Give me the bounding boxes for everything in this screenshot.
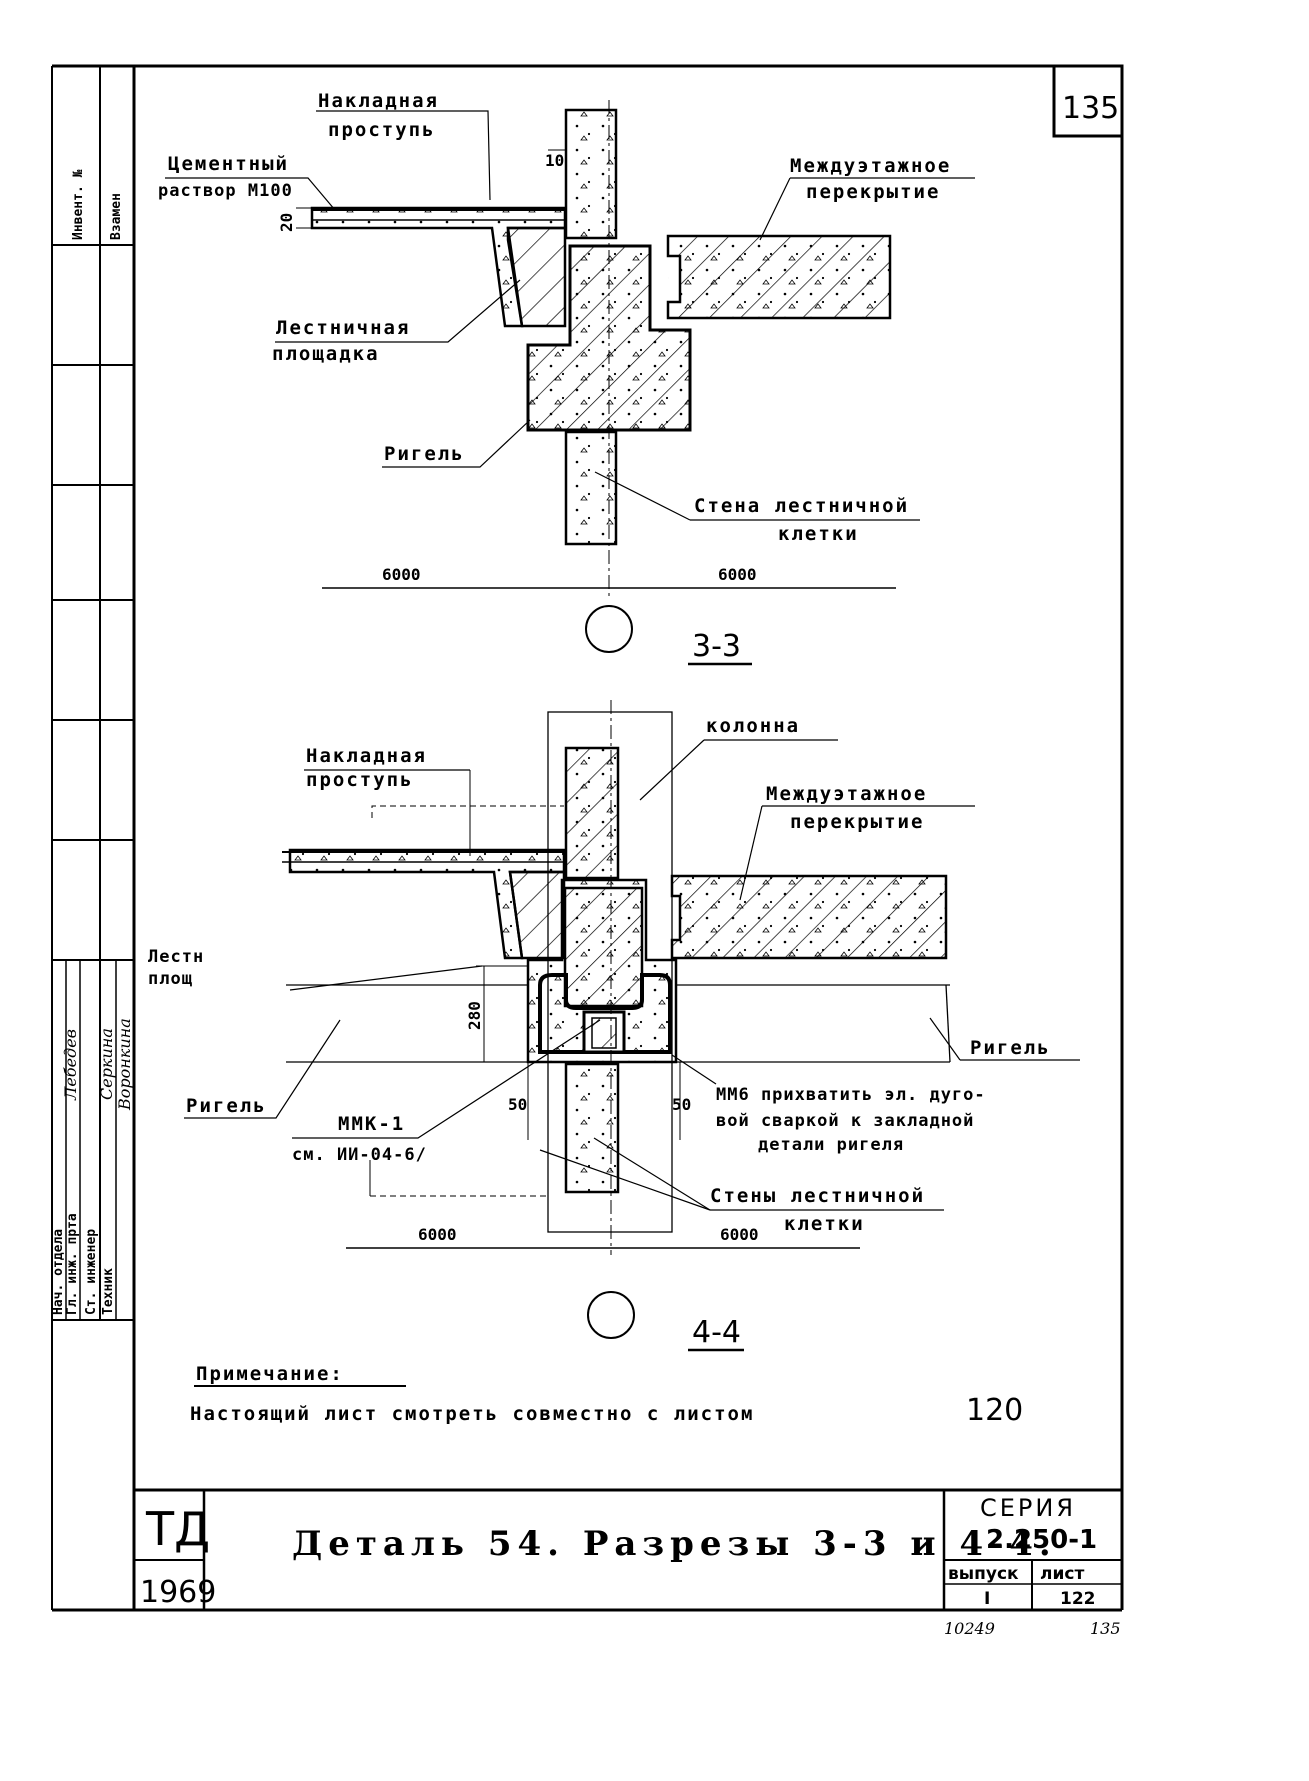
bottom-right-code: 135: [1090, 1619, 1121, 1638]
series-value: 2.250-1: [986, 1525, 1097, 1555]
dim-280: 280: [465, 1001, 484, 1030]
drawing-title: Деталь 54. Разрезы 3-3 и 4-4.: [292, 1524, 1057, 1564]
org-code: ТД: [145, 1502, 210, 1556]
label-cement-mortar-1: Цементный: [168, 153, 289, 175]
sidebar-stamps: Инвент. № Взамен Нач. отдела Гл. инж. пр…: [51, 168, 134, 1315]
label-mm6-2: вой сваркой к закладной: [716, 1111, 974, 1131]
note-text: Настоящий лист смотреть совместно с лист…: [190, 1403, 754, 1425]
dim-10: 10: [545, 151, 564, 170]
section-name-3-3: 3-3: [692, 629, 741, 664]
label-floor-slab-1: Междуэтажное: [790, 155, 951, 177]
upper-wall-3-3: [564, 108, 618, 240]
span-left-3-3: 6000: [382, 565, 421, 584]
label-stair-landing-2: площадка: [272, 343, 380, 365]
note-heading: Примечание:: [196, 1363, 344, 1385]
sidebar-name-3: Воронкина: [115, 1018, 134, 1111]
title-block: ТД 1969 Деталь 54. Разрезы 3-3 и 4-4. СЕ…: [134, 1488, 1122, 1610]
issue-value: I: [984, 1589, 990, 1609]
label-stair-walls-1: Стены лестничной: [710, 1185, 925, 1207]
axis-bubble-3-3: [585, 605, 633, 653]
note-block: Примечание: Настоящий лист смотреть совм…: [190, 1363, 1023, 1428]
year: 1969: [140, 1575, 216, 1610]
label-mmk-2: см. ИИ-04-6/: [292, 1145, 427, 1165]
label-column: колонна: [706, 715, 800, 737]
label-floor-slab-2: перекрытие: [806, 181, 940, 203]
label-mmk-1: ММК-1: [338, 1113, 405, 1135]
sidebar-name-2: Серкина: [97, 1028, 116, 1100]
label-stair-landing-4-4-2: площ: [148, 969, 193, 989]
sheet-label: лист: [1040, 1564, 1084, 1584]
sidebar-role-2: Гл. инж. прта: [65, 1213, 80, 1315]
label-floor-slab-4-4-2: перекрытие: [790, 811, 924, 833]
span-right-4-4: 6000: [720, 1225, 759, 1244]
label-crossbar-right: Ригель: [970, 1037, 1051, 1059]
lower-wall-3-3: [564, 430, 618, 546]
page-number: 135: [1062, 91, 1119, 126]
steel-channel-mm6: [538, 973, 672, 1054]
label-cement-mortar-2: раствор М100: [158, 181, 293, 201]
label-overlay-step-4-4-1: Накладная: [306, 745, 427, 767]
label-stair-wall-2: клетки: [778, 523, 859, 545]
span-left-4-4: 6000: [418, 1225, 457, 1244]
note-sheet-ref: 120: [966, 1393, 1023, 1428]
label-floor-slab-4-4-1: Междуэтажное: [766, 783, 927, 805]
bottom-left-code: 10249: [944, 1619, 995, 1638]
section-name-4-4: 4-4: [692, 1315, 741, 1350]
label-overlay-step-4-4-2: проступь: [306, 769, 414, 791]
label-overlay-step-1: Накладная: [318, 90, 439, 112]
issue-label: выпуск: [948, 1564, 1019, 1584]
sidebar-inventory-label: Инвент. №: [71, 168, 86, 240]
sidebar-replaced-label: Взамен: [109, 193, 124, 240]
sheet-value: 122: [1060, 1589, 1096, 1609]
section-3-3: Накладная проступь Цементный раствор М10…: [158, 90, 975, 666]
label-crossbar-left: Ригель: [186, 1095, 267, 1117]
dim-50-left: 50: [508, 1095, 527, 1114]
sidebar-role-3: Ст. инженер: [84, 1229, 99, 1315]
dim-20: 20: [277, 213, 296, 232]
sidebar-role-4: Техник: [101, 1268, 116, 1315]
label-stair-landing-4-4-1: Лестн: [148, 947, 204, 967]
series-label: СЕРИЯ: [980, 1494, 1076, 1522]
sidebar-name-1: Лебедев: [61, 1029, 80, 1101]
sidebar-role-1: Нач. отдела: [51, 1229, 66, 1315]
label-mm6-3: детали ригеля: [758, 1135, 904, 1155]
label-mm6-1: ММ6 прихватить эл. дуго-: [716, 1085, 986, 1105]
axis-bubble-4-4: [587, 1291, 635, 1339]
dim-50-right: 50: [672, 1095, 691, 1114]
label-stair-wall-1: Стена лестничной: [694, 495, 909, 517]
section-4-4: Накладная проступь колонна Междуэтажное …: [148, 700, 1080, 1352]
label-stair-walls-2: клетки: [784, 1213, 865, 1235]
label-stair-landing-1: Лестничная: [276, 317, 410, 339]
sheet-frame: [51, 64, 1124, 1612]
lower-wall-4-4: [564, 1062, 620, 1194]
span-right-3-3: 6000: [718, 565, 757, 584]
label-overlay-step-2: проступь: [328, 119, 436, 141]
label-crossbar-3-3: Ригель: [384, 443, 465, 465]
